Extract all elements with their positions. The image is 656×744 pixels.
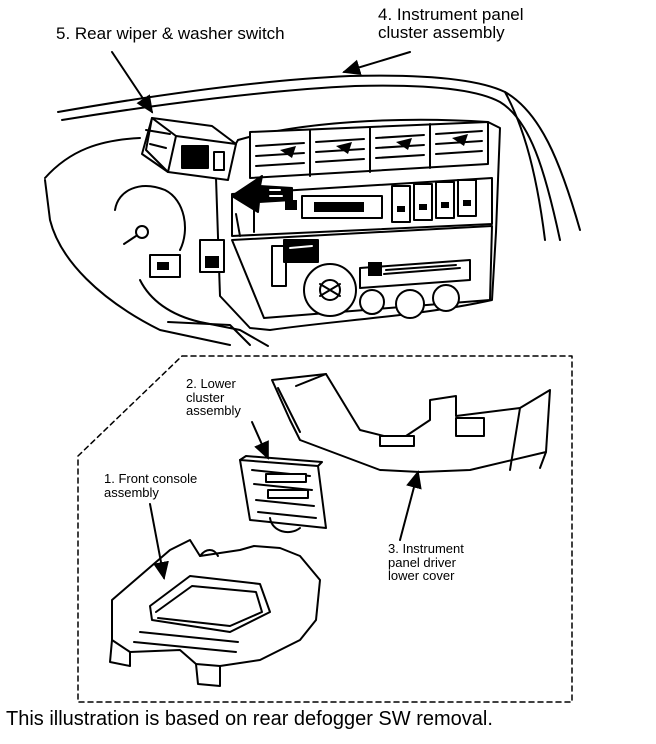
front-console-assembly-drawing [109, 539, 321, 687]
center-air-vents [249, 121, 489, 179]
leader-lower-cluster [251, 421, 269, 460]
center-switch-row [231, 177, 493, 237]
dashboard-lower-edge [139, 279, 269, 347]
leader-front-console [149, 503, 169, 580]
a-pillar [504, 91, 546, 241]
figure-caption: This illustration is based on rear defog… [6, 708, 493, 730]
label-front-console: 1. Front console assembly [104, 471, 198, 500]
label-driver-lower-cover: 3. Instrument panel driver lower cover [388, 541, 464, 584]
leader-driver-lower-cover [399, 470, 422, 541]
leader-rear-wiper-switch [111, 51, 154, 114]
label-lower-cluster: 2. Lower cluster assembly [186, 376, 241, 419]
leader-instrument-panel-cluster [342, 51, 411, 76]
label-rear-wiper-washer-switch: 5. Rear wiper & washer switch [56, 24, 285, 43]
center-stack-outer [215, 118, 501, 331]
steering-column-cutout [114, 185, 186, 251]
dashboard-overview [44, 74, 581, 347]
climate-control-panel [231, 225, 493, 319]
key-cylinder [135, 225, 149, 239]
dashboard-top-edge-inner [61, 84, 561, 241]
lower-cluster-assembly-drawing [239, 455, 327, 534]
driver-lower-cover-drawing [271, 373, 551, 473]
label-instrument-panel-cluster: 4. Instrument panel cluster assembly [378, 5, 524, 42]
rear-wiper-washer-switch-drawing [141, 117, 237, 181]
dashboard-left-face [44, 137, 231, 346]
removal-arrow [231, 175, 293, 213]
exploded-parts-frame [77, 355, 573, 703]
key [123, 235, 137, 245]
dashboard-lower-trim [167, 321, 251, 346]
dashboard-top-edge [57, 74, 581, 231]
